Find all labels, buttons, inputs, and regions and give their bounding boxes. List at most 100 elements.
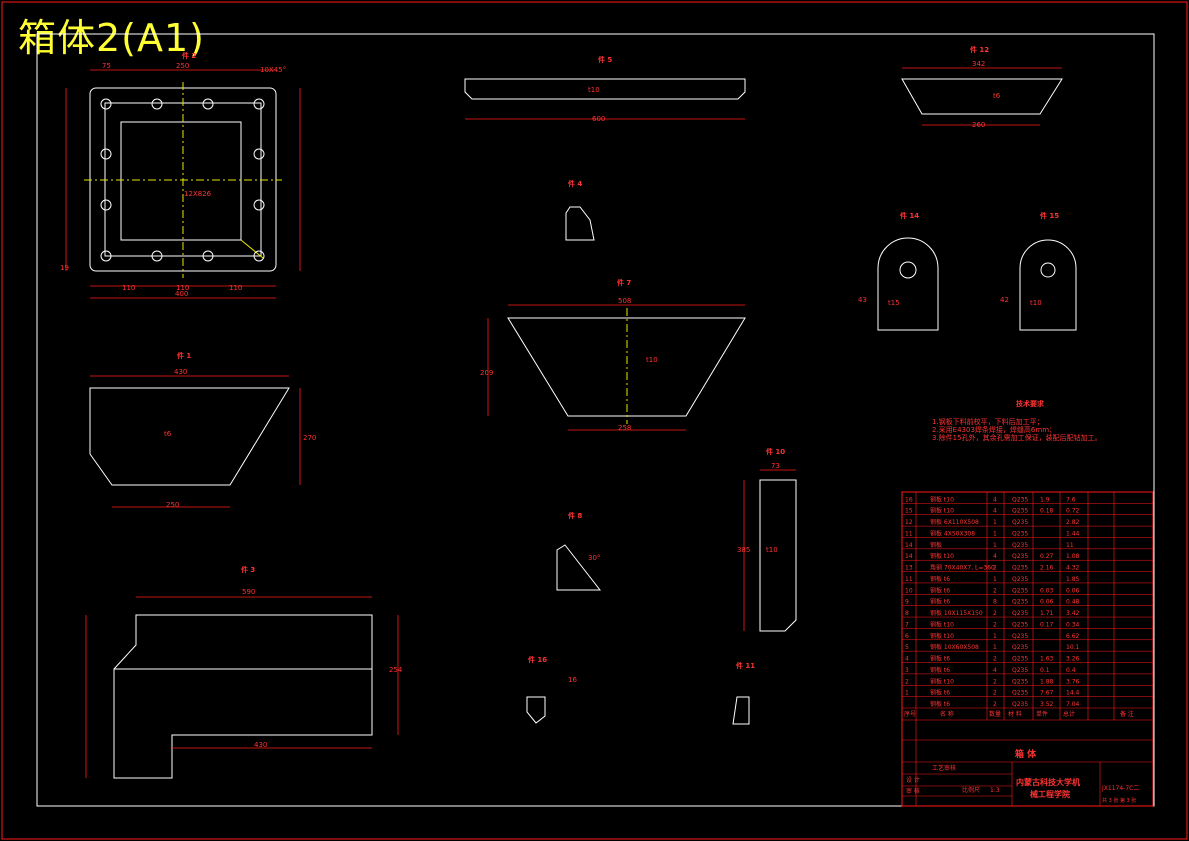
title-part-5: 件 5 <box>598 55 612 64</box>
bom-cell: 0.06 <box>1066 587 1080 594</box>
bom-cell: 3 <box>905 667 909 674</box>
bom-cell: 钢板 t10 <box>930 677 954 685</box>
dim-30deg: 30° <box>588 554 600 562</box>
part-8-gusset <box>556 544 602 591</box>
bom-cell: 1 <box>993 519 997 526</box>
label-part10-t: t10 <box>766 546 778 554</box>
bom-cell: 钢板 t6 <box>930 586 950 594</box>
tb-scale: 1:3 <box>990 787 1000 794</box>
part-15-lug <box>1019 239 1077 331</box>
bom-cell: 钢板 t6 <box>930 689 950 697</box>
bom-cell: Q235 <box>1012 553 1028 560</box>
bom-cell: 钢板 t10 <box>930 632 954 640</box>
bom-cell: Q235 <box>1012 576 1028 583</box>
bom-cell: Q235 <box>1012 656 1028 663</box>
bom-cell: 11 <box>905 576 913 583</box>
bom-cell: 钢板 t6 <box>930 655 950 663</box>
bom-cell: 11 <box>905 530 913 537</box>
bom-cell: 钢板 <box>930 541 942 549</box>
bom-cell: 0.34 <box>1066 621 1080 628</box>
bom-cell: Q235 <box>1012 508 1028 515</box>
bom-cell: Q235 <box>1012 667 1028 674</box>
title-part-7: 件 7 <box>617 278 631 287</box>
bom-cell: Q235 <box>1012 633 1028 640</box>
bom-cell: 2 <box>993 610 997 617</box>
bom-cell: 8 <box>993 599 997 606</box>
dim-508: 508 <box>618 297 631 305</box>
bom-cell: Q235 <box>1012 644 1028 651</box>
title-part-10: 件 10 <box>766 447 785 456</box>
bom-cell: 2 <box>993 678 997 685</box>
tb-code: JX1174-7C二 <box>1101 785 1139 792</box>
bom-cell: 7.67 <box>1040 690 1054 697</box>
dim-430-top: 430 <box>174 368 187 376</box>
dim-258: 258 <box>618 424 631 432</box>
bom-cell: 钢板 6X110X508 <box>930 518 979 526</box>
dim-430-bottom: 430 <box>254 741 267 749</box>
dim-19: 19 <box>60 264 69 272</box>
bom-cell: 14 <box>905 542 913 549</box>
bom-h-unit: 单件 <box>1036 710 1048 718</box>
bom-cell: 2.82 <box>1066 519 1080 526</box>
tech-line-3: 3.除件15孔外，其余孔需加工保证，装配后配钻加工。 <box>932 433 1102 442</box>
bom-cell: 2 <box>993 587 997 594</box>
tech-line-2: 2.采用E4303焊条焊接，焊缝高6mm； <box>932 425 1056 434</box>
tb-drawing-name: 箱 体 <box>1015 748 1037 760</box>
bom-cell: 钢板 t10 <box>930 495 954 503</box>
dim-400-bottom: 400 <box>175 290 188 298</box>
bom-cell: 4 <box>993 496 997 503</box>
bom-cell: 10 <box>905 587 913 594</box>
bom-cell: Q235 <box>1012 610 1028 617</box>
bom-cell: 1 <box>993 542 997 549</box>
tb-school-2: 械工程学院 <box>1030 789 1070 799</box>
part-12-trapezoid <box>901 78 1063 115</box>
bom-cell: 0.72 <box>1066 508 1080 515</box>
dim-342: 342 <box>972 60 985 68</box>
tb-designer: 设 计 <box>906 776 920 784</box>
bom-cell: 1 <box>993 644 997 651</box>
part-9-small <box>526 696 546 724</box>
bom-cell: 3.52 <box>1040 701 1054 708</box>
tb-check: 审 核 <box>906 787 920 795</box>
bom-h-qty: 数量 <box>989 710 1001 718</box>
bom-cell: 5 <box>905 644 909 651</box>
bom-cell: 2 <box>993 565 997 572</box>
dim-42: 42 <box>1000 296 1009 304</box>
dim-110-b: 110 <box>176 284 189 292</box>
bom-cell: Q235 <box>1012 542 1028 549</box>
bom-cell: 0.06 <box>1040 599 1054 606</box>
dim-590: 590 <box>242 588 255 596</box>
bom-cell: 1.63 <box>1040 656 1054 663</box>
bom-cell: 钢板 t10 <box>930 620 954 628</box>
bom-cell: 0.18 <box>1040 508 1054 515</box>
bom-cell: Q235 <box>1012 587 1028 594</box>
dim-chamfer: 10X45° <box>260 66 286 74</box>
bom-cell: 9 <box>905 599 909 606</box>
label-part7-t: t10 <box>646 356 658 364</box>
part-7-trapezoid <box>507 317 746 417</box>
bom-cell: 6.62 <box>1066 633 1080 640</box>
bom-cell: Q235 <box>1012 678 1028 685</box>
title-part-9: 件 16 <box>528 655 547 664</box>
title-part-4: 件 4 <box>568 179 582 188</box>
title-part-14: 件 14 <box>900 211 919 220</box>
part-1-plate <box>89 387 290 486</box>
label-part1-t: t6 <box>164 430 172 438</box>
title-part-15: 件 15 <box>1040 211 1059 220</box>
dim-385: 385 <box>737 546 750 554</box>
dim-254: 254 <box>389 666 403 674</box>
title-part-3: 件 3 <box>241 565 255 574</box>
inner-border <box>36 33 1155 807</box>
bom-cell: 钢板 t6 <box>930 575 950 583</box>
bom-cell: 11 <box>1066 542 1074 549</box>
bom-h-total: 总计 <box>1063 710 1075 718</box>
bom-cell: Q235 <box>1012 621 1028 628</box>
bom-cell: Q235 <box>1012 701 1028 708</box>
part-10-bar <box>759 479 797 632</box>
part-2-plate <box>84 82 282 278</box>
bom-cell: 0.4 <box>1066 667 1076 674</box>
bom-h-no: 序号 <box>904 710 916 718</box>
bom-cell: 钢板 t6 <box>930 666 950 674</box>
tb-sheet: 共 3 张 第 3 张 <box>1102 797 1136 804</box>
bom-cell: 10.1 <box>1066 644 1080 651</box>
